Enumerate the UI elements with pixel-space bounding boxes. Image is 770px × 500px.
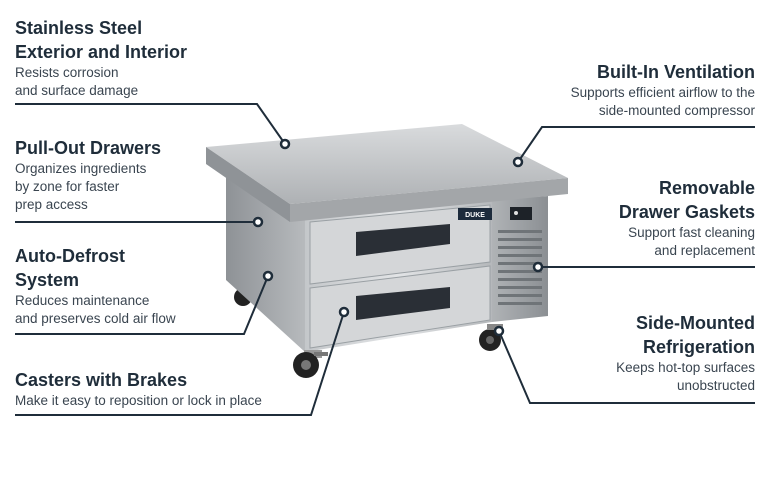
brand-badge-text: DUKE: [465, 212, 485, 219]
feature-refrigeration-desc: Keeps hot-top surfaces unobstructed: [616, 360, 755, 393]
compressor-housing: [492, 196, 548, 322]
ventilation-grille: [498, 230, 542, 305]
feature-defrost: Auto-Defrost System Reduces maintenance …: [15, 244, 176, 328]
feature-gaskets-desc: Support fast cleaning and replacement: [628, 225, 755, 258]
dot-defrost: [262, 270, 274, 282]
feature-refrigeration: Side-Mounted Refrigeration Keeps hot-top…: [616, 311, 755, 395]
dot-stainless: [279, 138, 291, 150]
callout-dots: [252, 138, 544, 337]
line-ventilation: [517, 126, 755, 163]
feature-stainless-title: Stainless Steel Exterior and Interior: [15, 18, 188, 62]
dot-ventilation: [512, 156, 524, 168]
feature-ventilation: Built-In Ventilation Supports efficient …: [571, 60, 755, 120]
caster-back-right: [479, 324, 503, 351]
line-refrigeration: [498, 330, 755, 404]
drawer-upper: [309, 204, 491, 285]
feature-casters: Casters with Brakes Make it easy to repo…: [15, 368, 262, 410]
dot-drawers: [252, 216, 264, 228]
feature-casters-title: Casters with Brakes: [15, 370, 188, 390]
dot-refrigeration: [493, 325, 505, 337]
feature-defrost-desc: Reduces maintenance and preserves cold a…: [15, 293, 176, 326]
drawer-lower: [309, 265, 491, 349]
feature-ventilation-desc: Supports efficient airflow to the side-m…: [570, 85, 755, 118]
cabinet-top: [206, 124, 568, 204]
dot-gaskets: [532, 261, 544, 273]
cabinet-top-front-edge: [290, 178, 568, 222]
caster-front-left: [293, 350, 328, 378]
feature-refrigeration-title: Side-Mounted Refrigeration: [636, 313, 755, 357]
feature-stainless-desc: Resists corrosion and surface damage: [15, 65, 139, 98]
line-defrost: [15, 275, 269, 335]
dot-casters: [338, 306, 350, 318]
feature-stainless: Stainless Steel Exterior and Interior Re…: [15, 16, 187, 100]
feature-casters-desc: Make it easy to reposition or lock in pl…: [15, 393, 262, 408]
feature-drawers-desc: Organizes ingredients by zone for faster…: [15, 161, 147, 212]
callout-lines: [15, 103, 755, 416]
feature-gaskets: Removable Drawer Gaskets Support fast cl…: [619, 176, 755, 260]
control-display: [510, 207, 532, 220]
display-light: [514, 211, 518, 215]
line-casters: [15, 311, 345, 416]
line-stainless: [15, 103, 286, 145]
feature-defrost-title: Auto-Defrost System: [15, 246, 125, 290]
brand-badge: [458, 208, 492, 220]
feature-ventilation-title: Built-In Ventilation: [597, 62, 755, 82]
cabinet-top-left-edge: [206, 147, 290, 222]
feature-gaskets-title: Removable Drawer Gaskets: [618, 178, 755, 222]
feature-drawers-title: Pull-Out Drawers: [15, 138, 162, 158]
feature-drawers: Pull-Out Drawers Organizes ingredients b…: [15, 136, 161, 214]
